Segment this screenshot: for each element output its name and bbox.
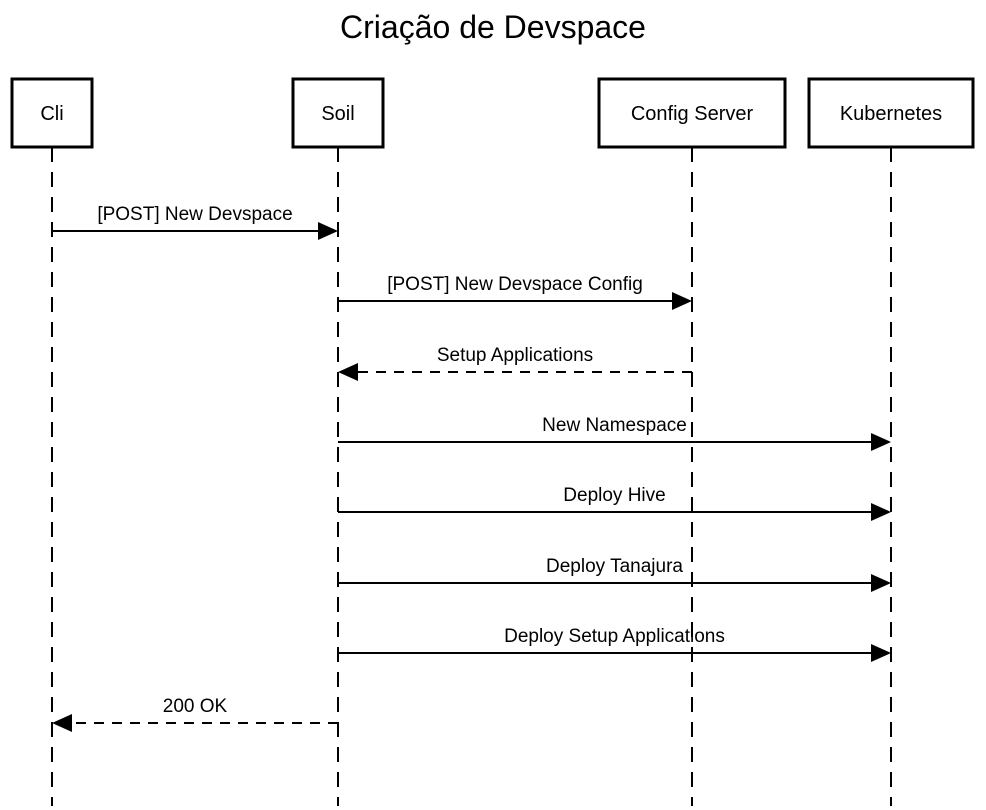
- actor-box-cli: [10, 77, 94, 149]
- message-label: 200 OK: [163, 696, 228, 717]
- message-label: Deploy Hive: [563, 485, 665, 506]
- arrowhead: [338, 363, 358, 381]
- actor-box-kubernetes: [807, 77, 975, 149]
- actor-label-cli: Cli: [40, 103, 63, 125]
- message-label: New Namespace: [542, 415, 687, 436]
- lifelines: [51, 147, 892, 806]
- message-3: Setup Applications: [338, 345, 692, 381]
- message-8: 200 OK: [52, 696, 338, 732]
- arrowhead: [871, 503, 891, 521]
- message-1: [POST] New Devspace: [52, 204, 338, 240]
- message-label: [POST] New Devspace: [97, 204, 292, 225]
- message-label: [POST] New Devspace Config: [387, 274, 643, 295]
- actor-box-soil: [291, 77, 385, 149]
- message-5: Deploy Hive: [338, 485, 891, 521]
- message-4: New Namespace: [338, 415, 891, 451]
- message-7: Deploy Setup Applications: [338, 626, 891, 662]
- diagram-title: Criação de Devspace: [340, 9, 646, 45]
- actor-box-config-server: [597, 77, 787, 149]
- actor-label-config-server: Config Server: [631, 103, 754, 125]
- arrowhead: [672, 292, 692, 310]
- message-label: Deploy Tanajura: [546, 556, 683, 577]
- arrowhead: [318, 222, 338, 240]
- message-label: Deploy Setup Applications: [504, 626, 725, 647]
- arrowhead: [871, 433, 891, 451]
- arrowhead: [871, 574, 891, 592]
- message-2: [POST] New Devspace Config: [338, 274, 692, 310]
- messages: [POST] New Devspace [POST] New Devspace C…: [52, 204, 891, 732]
- actor-label-soil: Soil: [321, 103, 354, 125]
- actors: Cli Soil Config Server Kubernetes: [10, 77, 975, 149]
- arrowhead: [52, 714, 72, 732]
- message-label: Setup Applications: [437, 345, 593, 366]
- actor-label-kubernetes: Kubernetes: [840, 103, 942, 125]
- message-6: Deploy Tanajura: [338, 556, 891, 592]
- arrowhead: [871, 644, 891, 662]
